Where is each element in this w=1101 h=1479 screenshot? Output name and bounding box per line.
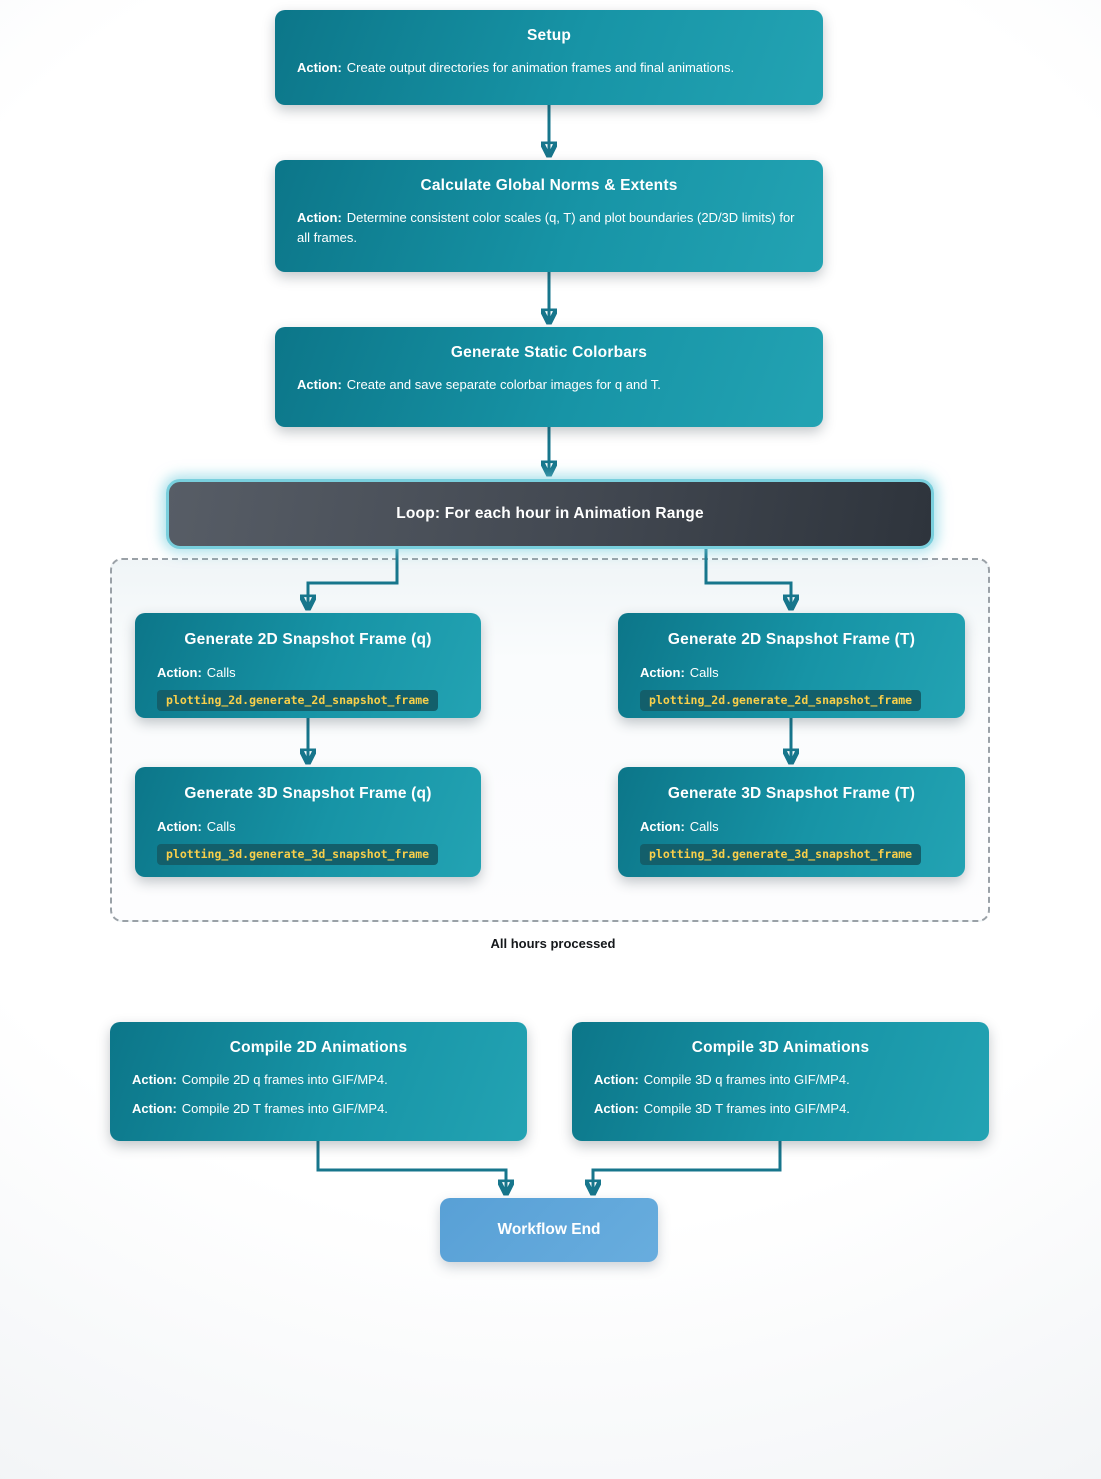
node-generate-3d-frame-q-title: Generate 3D Snapshot Frame (q) xyxy=(184,785,432,802)
action-label: Action: xyxy=(594,1101,639,1117)
node-compile-2d-animations: Compile 2D Animations Action:Compile 2D … xyxy=(110,1022,527,1141)
edge-loop-to-gen2d-q xyxy=(308,549,399,608)
node-setup-action: Action: Create output directories for ani… xyxy=(275,58,823,78)
action-text: Calls xyxy=(206,665,236,680)
action-label: Action: xyxy=(132,1101,177,1117)
code-chip: plotting_3d.generate_3d_snapshot_frame xyxy=(157,844,439,866)
action-label: Action: xyxy=(157,819,202,834)
node-compile-3d-action-2: Action:Compile 3D T frames into GIF/MP4. xyxy=(572,1099,989,1119)
action-label: Action: xyxy=(157,665,202,680)
node-generate-2d-frame-q: Generate 2D Snapshot Frame (q) Action: Ca… xyxy=(135,613,481,718)
action-label: Action: xyxy=(594,1072,639,1087)
node-compile-2d-action-2: Action:Compile 2D T frames into GIF/MP4. xyxy=(110,1099,527,1119)
node-generate-2d-frame-t: Generate 2D Snapshot Frame (T) Action: Ca… xyxy=(618,613,965,718)
node-compile-3d-animations-title: Compile 3D Animations xyxy=(691,1039,870,1056)
node-compile-3d-animations: Compile 3D Animations Action:Compile 3D … xyxy=(572,1022,989,1141)
node-generate-static-colorbars: Generate Static Colorbars Action: Create … xyxy=(275,327,823,427)
node-generate-3d-frame-t-action: Action: Calls xyxy=(618,817,965,837)
node-generate-2d-frame-t-action: Action: Calls xyxy=(618,663,965,683)
action-label: Action: xyxy=(297,210,342,225)
action-text: Calls xyxy=(689,665,719,680)
action-label: Action: xyxy=(640,819,685,834)
node-generate-3d-frame-t: Generate 3D Snapshot Frame (T) Action: Ca… xyxy=(618,767,965,877)
edge-label-all-hours-processed: All hours processed xyxy=(490,936,616,951)
action-label: Action: xyxy=(132,1072,177,1087)
action-text: Compile 2D T frames into GIF/MP4. xyxy=(181,1101,388,1117)
node-workflow-end: Workflow End xyxy=(440,1198,658,1262)
node-calculate-global-norms: Calculate Global Norms & Extents Action:… xyxy=(275,160,823,272)
code-chip: plotting_2d.generate_2d_snapshot_frame xyxy=(157,690,439,712)
action-label: Action: xyxy=(297,60,342,75)
node-generate-2d-frame-q-title: Generate 2D Snapshot Frame (q) xyxy=(184,631,432,648)
edge-compile2d-to-end xyxy=(316,1141,506,1193)
node-calculate-global-norms-title: Calculate Global Norms & Extents xyxy=(420,177,678,194)
node-compile-3d-action-1: Action: Compile 3D q frames into GIF/MP4. xyxy=(572,1070,989,1090)
code-chip: plotting_2d.generate_2d_snapshot_frame xyxy=(640,690,922,712)
action-text: Compile 3D T frames into GIF/MP4. xyxy=(643,1101,850,1117)
node-calculate-global-norms-action: Action:Determine consistent color scales… xyxy=(275,208,823,248)
action-text: Create output directories for animation … xyxy=(346,60,735,75)
action-text: Calls xyxy=(689,819,719,834)
node-generate-3d-frame-q-action: Action: Calls xyxy=(135,817,481,837)
node-generate-2d-frame-q-action: Action: Calls xyxy=(135,663,481,683)
edge-compile3d-to-end xyxy=(593,1141,782,1193)
action-label: Action: xyxy=(297,377,342,392)
action-text: Calls xyxy=(206,819,236,834)
action-text: Compile 2D q frames into GIF/MP4. xyxy=(181,1072,388,1087)
node-generate-static-colorbars-action: Action: Create and save separate colorbar… xyxy=(275,375,823,395)
node-generate-static-colorbars-title: Generate Static Colorbars xyxy=(450,344,648,361)
action-text: Create and save separate colorbar images… xyxy=(346,377,661,392)
node-compile-2d-animations-title: Compile 2D Animations xyxy=(229,1039,408,1056)
action-text: Determine consistent color scales (q, T)… xyxy=(297,210,795,246)
node-loop-header-title: Loop: For each hour in Animation Range xyxy=(396,505,704,522)
node-generate-2d-frame-t-title: Generate 2D Snapshot Frame (T) xyxy=(667,631,916,648)
code-chip: plotting_3d.generate_3d_snapshot_frame xyxy=(640,844,922,866)
node-setup: Setup Action: Create output directories f… xyxy=(275,10,823,105)
action-text: Compile 3D q frames into GIF/MP4. xyxy=(643,1072,850,1087)
node-compile-2d-action-1: Action: Compile 2D q frames into GIF/MP4. xyxy=(110,1070,527,1090)
action-label: Action: xyxy=(640,665,685,680)
node-generate-3d-frame-t-title: Generate 3D Snapshot Frame (T) xyxy=(667,785,916,802)
edge-loop-to-gen2d-t xyxy=(704,549,791,608)
node-loop-header: Loop: For each hour in Animation Range xyxy=(166,479,934,549)
node-generate-3d-frame-q: Generate 3D Snapshot Frame (q) Action: Ca… xyxy=(135,767,481,877)
node-setup-title: Setup xyxy=(526,27,572,44)
node-workflow-end-title: Workflow End xyxy=(497,1221,601,1238)
